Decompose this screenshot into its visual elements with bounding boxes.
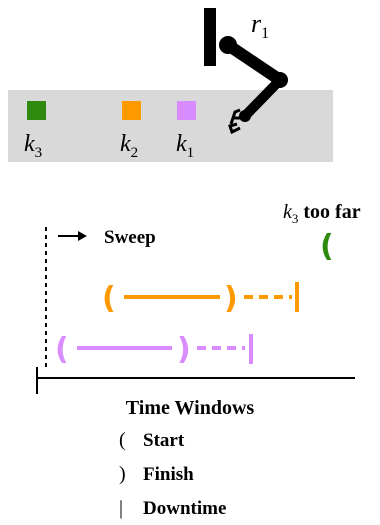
legend: ( Start ) Finish | Downtime bbox=[119, 429, 226, 519]
legend-symbol-start: ( bbox=[119, 429, 126, 451]
sweep-label: Sweep bbox=[104, 227, 156, 248]
robot-label: r1 bbox=[251, 9, 269, 42]
too-far-note: k3 too far bbox=[283, 201, 361, 226]
legend-label-start: Start bbox=[143, 430, 185, 451]
svg-text:(: ( bbox=[102, 281, 116, 316]
svg-text:(: ( bbox=[55, 332, 69, 367]
legend-label-downtime: Downtime bbox=[143, 498, 226, 519]
conveyor-belt bbox=[8, 90, 333, 162]
k2-time-window: ( ) bbox=[102, 281, 299, 316]
item-k3-label: k3 bbox=[24, 131, 42, 161]
item-k1-square bbox=[177, 101, 196, 120]
k3-window-start-bracket: ( bbox=[320, 229, 334, 264]
legend-label-finish: Finish bbox=[143, 464, 194, 485]
axis-title: Time Windows bbox=[126, 397, 255, 419]
sweep-arrowhead-icon bbox=[78, 231, 87, 241]
legend-symbol-downtime: | bbox=[119, 497, 123, 519]
svg-text:): ) bbox=[177, 332, 191, 367]
item-k2-label: k2 bbox=[120, 131, 138, 161]
svg-text:): ) bbox=[224, 281, 238, 316]
k1-time-window: ( ) bbox=[55, 332, 253, 367]
item-k2-square bbox=[122, 101, 141, 120]
robot-arm-icon bbox=[204, 8, 288, 135]
item-k3-square bbox=[27, 101, 46, 120]
item-k1-label: k1 bbox=[176, 131, 194, 161]
legend-symbol-finish: ) bbox=[119, 463, 126, 485]
